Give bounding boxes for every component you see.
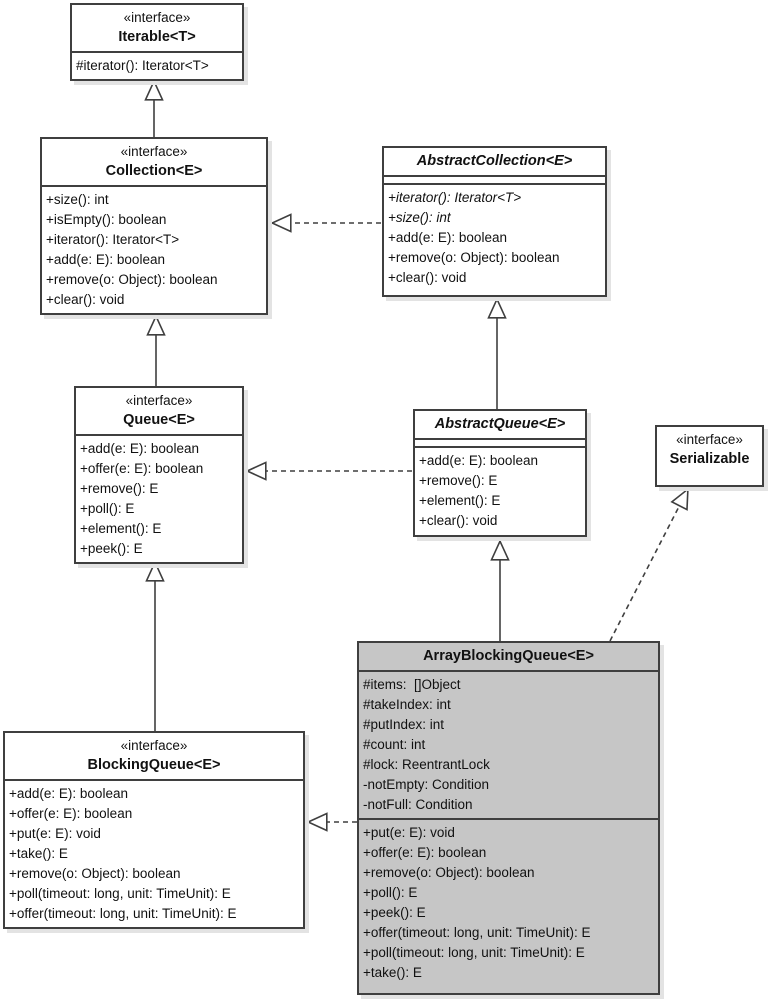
method-line: +remove(): E xyxy=(80,481,159,496)
stereotype-label: «interface» xyxy=(120,144,188,159)
abstract-queue-attributes-compartment xyxy=(415,438,585,446)
method-line: +clear(): void xyxy=(419,513,498,528)
attribute-line: #items: []Object xyxy=(363,677,461,692)
class-name: Queue<E> xyxy=(123,412,195,428)
method-line: +iterator(): Iterator<T> xyxy=(388,190,522,205)
abstract-collection-attributes-compartment xyxy=(384,175,605,183)
attribute-line: #putIndex: int xyxy=(363,717,445,732)
method-line: +add(e: E): boolean xyxy=(419,453,538,468)
class-title: «interface» Iterable<T> xyxy=(72,5,242,51)
method-line: +element(): E xyxy=(419,493,501,508)
method-line: +remove(o: Object): boolean xyxy=(363,865,535,880)
method-line: +iterator(): Iterator<T> xyxy=(46,232,180,247)
method-line: +poll(timeout: long, unit: TimeUnit): E xyxy=(9,886,231,901)
method-line: +offer(e: E): boolean xyxy=(80,461,204,476)
method-line: +clear(): void xyxy=(388,270,467,285)
method-line: +offer(e: E): boolean xyxy=(363,845,487,860)
attribute-line: #count: int xyxy=(363,737,426,752)
method-line: +isEmpty(): boolean xyxy=(46,212,167,227)
class-name: Iterable<T> xyxy=(118,29,196,45)
method-line: +offer(e: E): boolean xyxy=(9,806,133,821)
class-name: AbstractQueue<E> xyxy=(434,416,566,432)
class-name: Serializable xyxy=(669,451,750,467)
method-line: +size(): int xyxy=(46,192,109,207)
class-title: AbstractQueue<E> xyxy=(415,411,585,438)
method-line: +remove(o: Object): boolean xyxy=(9,866,181,881)
edge-arrayblockingqueue-implements-serializable xyxy=(609,487,689,642)
iterable-methods-compartment: #iterator(): Iterator<T> xyxy=(72,51,242,79)
method-line: +add(e: E): boolean xyxy=(9,786,128,801)
method-line: +put(e: E): void xyxy=(9,826,101,841)
class-title: ArrayBlockingQueue<E> xyxy=(359,643,658,670)
method-line: +poll(): E xyxy=(363,885,418,900)
class-blocking-queue: «interface» BlockingQueue<E> +add(e: E): b… xyxy=(3,731,305,929)
queue-methods-compartment: +add(e: E): boolean +offer(e: E): boolean… xyxy=(76,434,242,562)
method-line: #iterator(): Iterator<T> xyxy=(76,58,209,73)
stereotype-label: «interface» xyxy=(676,432,743,447)
class-title: «interface» BlockingQueue<E> xyxy=(5,733,303,779)
attribute-line: -notFull: Condition xyxy=(363,797,473,812)
class-array-blocking-queue: ArrayBlockingQueue<E> #items: []Object #ta… xyxy=(357,641,660,995)
method-line: +take(): E xyxy=(9,846,68,861)
method-line: +size(): int xyxy=(388,210,451,225)
method-line: +poll(timeout: long, unit: TimeUnit): E xyxy=(363,945,585,960)
array-blocking-queue-attributes-compartment: #items: []Object #takeIndex: int #putIndex… xyxy=(359,670,658,818)
method-line: +offer(timeout: long, unit: TimeUnit): E xyxy=(9,906,237,921)
class-abstract-queue: AbstractQueue<E> +add(e: E): boolean +remo… xyxy=(413,409,587,537)
attribute-line: #takeIndex: int xyxy=(363,697,451,712)
array-blocking-queue-methods-compartment: +put(e: E): void +offer(e: E): boolean +re… xyxy=(359,818,658,993)
stereotype-label: «interface» xyxy=(123,10,191,25)
method-line: +remove(): E xyxy=(419,473,498,488)
method-line: +peek(): E xyxy=(80,541,143,556)
class-title: AbstractCollection<E> xyxy=(384,148,605,175)
method-line: +element(): E xyxy=(80,521,162,536)
class-iterable: «interface» Iterable<T> #iterator(): Itera… xyxy=(70,3,244,81)
class-abstract-collection: AbstractCollection<E> +iterator(): Iterat… xyxy=(382,146,607,297)
class-title: «interface» Queue<E> xyxy=(76,388,242,434)
method-line: +clear(): void xyxy=(46,292,125,307)
method-line: +put(e: E): void xyxy=(363,825,455,840)
class-serializable: «interface» Serializable xyxy=(655,425,764,487)
attribute-line: #lock: ReentrantLock xyxy=(363,757,490,772)
class-collection: «interface» Collection<E> +size(): int +isE… xyxy=(40,137,268,315)
class-queue: «interface» Queue<E> +add(e: E): boolean +o… xyxy=(74,386,244,564)
stereotype-label: «interface» xyxy=(125,393,193,408)
method-line: +add(e: E): boolean xyxy=(46,252,165,267)
method-line: +offer(timeout: long, unit: TimeUnit): E xyxy=(363,925,591,940)
attribute-line: -notEmpty: Condition xyxy=(363,777,490,792)
abstract-collection-methods-compartment: +iterator(): Iterator<T> +size(): int +add… xyxy=(384,183,605,295)
abstract-queue-methods-compartment: +add(e: E): boolean +remove(): E +element(… xyxy=(415,446,585,535)
method-line: +add(e: E): boolean xyxy=(388,230,507,245)
class-title: «interface» Collection<E> xyxy=(42,139,266,185)
method-line: +take(): E xyxy=(363,965,422,980)
method-line: +add(e: E): boolean xyxy=(80,441,199,456)
collection-methods-compartment: +size(): int +isEmpty(): boolean +iterator… xyxy=(42,185,266,313)
method-line: +remove(o: Object): boolean xyxy=(388,250,560,265)
blocking-queue-methods-compartment: +add(e: E): boolean +offer(e: E): boolean… xyxy=(5,779,303,927)
method-line: +poll(): E xyxy=(80,501,135,516)
class-name: Collection<E> xyxy=(105,163,203,179)
class-title: «interface» Serializable xyxy=(657,427,762,473)
method-line: +peek(): E xyxy=(363,905,426,920)
method-line: +remove(o: Object): boolean xyxy=(46,272,218,287)
class-name: BlockingQueue<E> xyxy=(87,757,221,773)
class-name: ArrayBlockingQueue<E> xyxy=(423,648,594,664)
class-name: AbstractCollection<E> xyxy=(416,153,573,169)
stereotype-label: «interface» xyxy=(120,738,188,753)
